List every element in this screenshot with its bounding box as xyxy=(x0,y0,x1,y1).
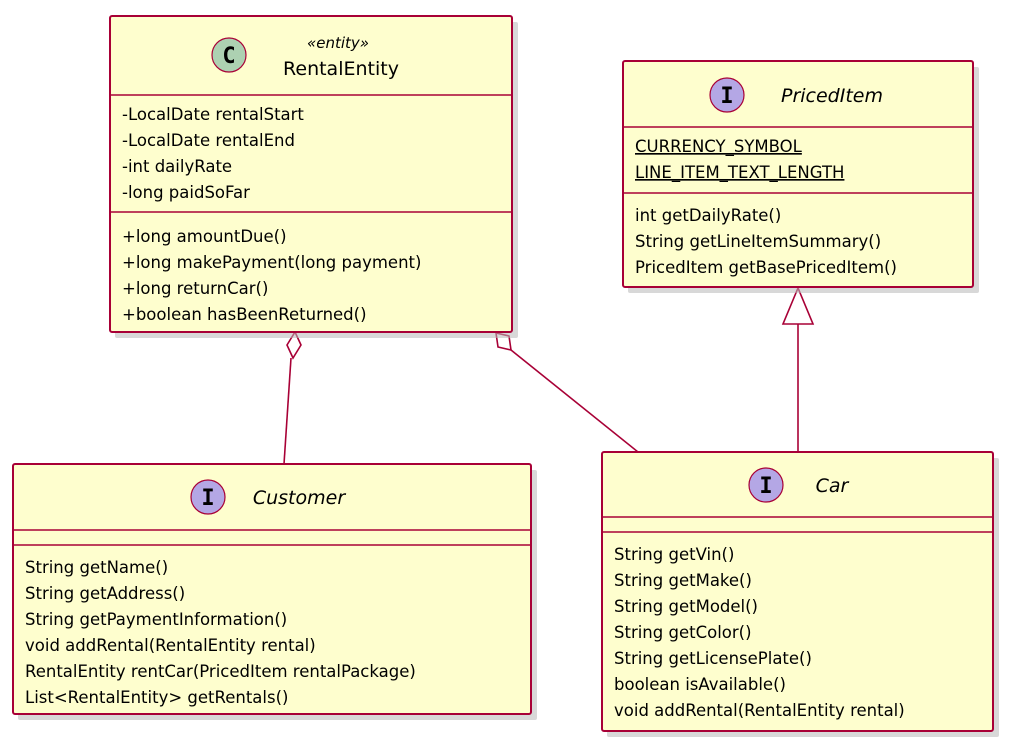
interface-priceditem: I PricedItem CURRENCY_SYMBOL LINE_ITEM_T… xyxy=(622,60,979,293)
method: String getPaymentInformation() xyxy=(25,610,287,629)
method: List<RentalEntity> getRentals() xyxy=(25,688,288,707)
realization-triangle xyxy=(781,285,815,325)
aggregation-diamond-customer xyxy=(286,330,302,360)
method: String getVin() xyxy=(614,545,734,564)
svg-text:I: I xyxy=(759,474,772,499)
interface-badge-icon: I xyxy=(748,467,784,503)
aggregation-rentalentity-customer xyxy=(283,330,302,465)
method: +long amountDue() xyxy=(122,227,287,246)
class-stereotype: «entity» xyxy=(307,34,369,52)
method: int getDailyRate() xyxy=(635,206,781,225)
aggregation-rentalentity-car xyxy=(495,331,639,453)
interface-car: I Car String getVin() String getMake() S… xyxy=(601,451,999,737)
method: RentalEntity rentCar(PricedItem rentalPa… xyxy=(25,662,416,681)
field: -int dailyRate xyxy=(122,157,232,176)
method: +long makePayment(long payment) xyxy=(122,253,421,272)
interface-customer: I Customer String getName() String getAd… xyxy=(12,463,537,720)
method: String getColor() xyxy=(614,623,752,642)
realization-car-priceditem xyxy=(781,285,815,452)
class-rentalentity: C «entity» RentalEntity -LocalDate renta… xyxy=(109,15,518,338)
method: String getMake() xyxy=(614,571,752,590)
interface-badge-icon: I xyxy=(709,77,745,113)
method: void addRental(RentalEntity rental) xyxy=(25,636,316,655)
field: -LocalDate rentalStart xyxy=(122,105,304,124)
svg-text:C: C xyxy=(222,44,235,69)
method: String getLineItemSummary() xyxy=(635,232,881,251)
method: String getAddress() xyxy=(25,584,185,603)
static-field: LINE_ITEM_TEXT_LENGTH xyxy=(635,163,844,183)
field: -long paidSoFar xyxy=(122,183,250,202)
method: +boolean hasBeenReturned() xyxy=(122,305,367,324)
method: boolean isAvailable() xyxy=(614,675,786,694)
interface-name: Customer xyxy=(253,487,346,509)
method: PricedItem getBasePricedItem() xyxy=(635,258,897,277)
method: +long returnCar() xyxy=(122,279,268,298)
class-badge-icon: C xyxy=(211,37,247,73)
svg-text:I: I xyxy=(201,486,214,511)
method: String getModel() xyxy=(614,597,758,616)
class-name: RentalEntity xyxy=(283,58,399,80)
static-field: CURRENCY_SYMBOL xyxy=(635,137,803,157)
interface-badge-icon: I xyxy=(190,479,226,515)
interface-name: Car xyxy=(816,475,850,497)
method: void addRental(RentalEntity rental) xyxy=(614,701,905,720)
svg-text:I: I xyxy=(720,84,733,109)
method: String getName() xyxy=(25,558,168,577)
method: String getLicensePlate() xyxy=(614,649,812,668)
field: -LocalDate rentalEnd xyxy=(122,131,295,150)
interface-name: PricedItem xyxy=(781,85,883,107)
